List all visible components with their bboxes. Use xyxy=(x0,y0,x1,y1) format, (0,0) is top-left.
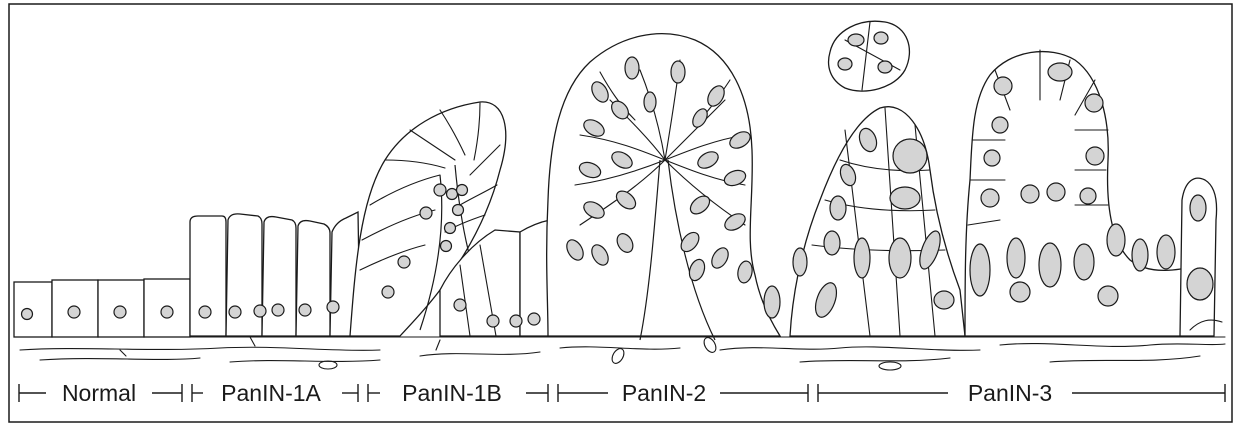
bracket-panin-2: PanIN-2 xyxy=(558,380,808,406)
nucleus xyxy=(824,231,840,255)
nucleus xyxy=(1107,224,1125,256)
nucleus xyxy=(793,248,807,276)
capillary xyxy=(702,336,719,355)
nucleus xyxy=(1010,282,1030,302)
nucleus xyxy=(1007,238,1025,278)
nucleus xyxy=(994,77,1012,95)
nucleus xyxy=(764,286,780,318)
nucleus xyxy=(1021,185,1039,203)
panin-2-papilla xyxy=(547,34,780,340)
panin-3-epithelium xyxy=(764,21,1217,336)
nucleus xyxy=(848,34,864,46)
capillary xyxy=(319,361,337,369)
nucleus xyxy=(199,306,211,318)
bracket-panin-1b: PanIN-1B xyxy=(368,380,548,406)
nucleus xyxy=(454,299,466,311)
nucleus xyxy=(970,244,990,296)
nucleus xyxy=(1190,195,1206,221)
stage-label-panin-2: PanIN-2 xyxy=(622,380,706,406)
nucleus xyxy=(992,117,1008,133)
bracket-panin-1a: PanIN-1A xyxy=(192,380,358,406)
capillary xyxy=(610,347,627,366)
nucleus xyxy=(441,241,452,252)
nucleus xyxy=(487,315,499,327)
nucleus xyxy=(889,238,911,278)
nucleus xyxy=(874,32,888,44)
nucleus xyxy=(1132,239,1148,271)
capillary xyxy=(879,362,901,370)
nucleus xyxy=(890,187,920,209)
nucleus xyxy=(382,286,394,298)
stage-label-panin-3: PanIN-3 xyxy=(968,380,1052,406)
nucleus xyxy=(398,256,410,268)
stage-brackets: Normal PanIN-1A PanIN-1B PanIN-2 xyxy=(19,380,1225,406)
nucleus xyxy=(934,291,954,309)
nucleus xyxy=(528,313,540,325)
nucleus xyxy=(229,306,241,318)
bracket-panin-3: PanIN-3 xyxy=(818,380,1225,406)
nucleus xyxy=(854,238,870,278)
nucleus xyxy=(299,304,311,316)
nucleus xyxy=(878,61,892,73)
nucleus xyxy=(984,150,1000,166)
nucleus xyxy=(1086,147,1104,165)
nucleus xyxy=(272,304,284,316)
nucleus xyxy=(671,61,685,83)
nucleus xyxy=(1047,183,1065,201)
nucleus xyxy=(981,189,999,207)
nucleus xyxy=(510,315,522,327)
nucleus xyxy=(1048,63,1072,81)
nucleus xyxy=(420,207,432,219)
nucleus xyxy=(1039,243,1061,287)
bracket-normal: Normal xyxy=(19,380,182,406)
nucleus xyxy=(22,309,33,320)
nucleus xyxy=(1157,235,1175,269)
nucleus xyxy=(434,184,446,196)
nucleus xyxy=(453,205,464,216)
nucleus xyxy=(830,196,846,220)
nucleus xyxy=(1098,286,1118,306)
nucleus xyxy=(1085,94,1103,112)
nucleus xyxy=(1074,244,1094,280)
nucleus xyxy=(644,92,656,112)
nucleus xyxy=(327,301,339,313)
nucleus xyxy=(68,306,80,318)
stage-label-panin-1b: PanIN-1B xyxy=(402,380,502,406)
normal-epithelium xyxy=(14,279,190,337)
nucleus xyxy=(893,139,927,173)
nucleus xyxy=(1080,188,1096,204)
nucleus xyxy=(457,185,468,196)
nucleus xyxy=(114,306,126,318)
stage-label-panin-1a: PanIN-1A xyxy=(221,380,321,406)
nucleus xyxy=(838,58,852,70)
panin-1a-epithelium xyxy=(190,212,365,336)
nucleus xyxy=(1187,268,1213,300)
nucleus xyxy=(161,306,173,318)
nucleus xyxy=(254,305,266,317)
nucleus xyxy=(625,57,639,79)
stage-label-normal: Normal xyxy=(62,380,136,406)
nucleus xyxy=(447,189,458,200)
nucleus xyxy=(445,223,456,234)
